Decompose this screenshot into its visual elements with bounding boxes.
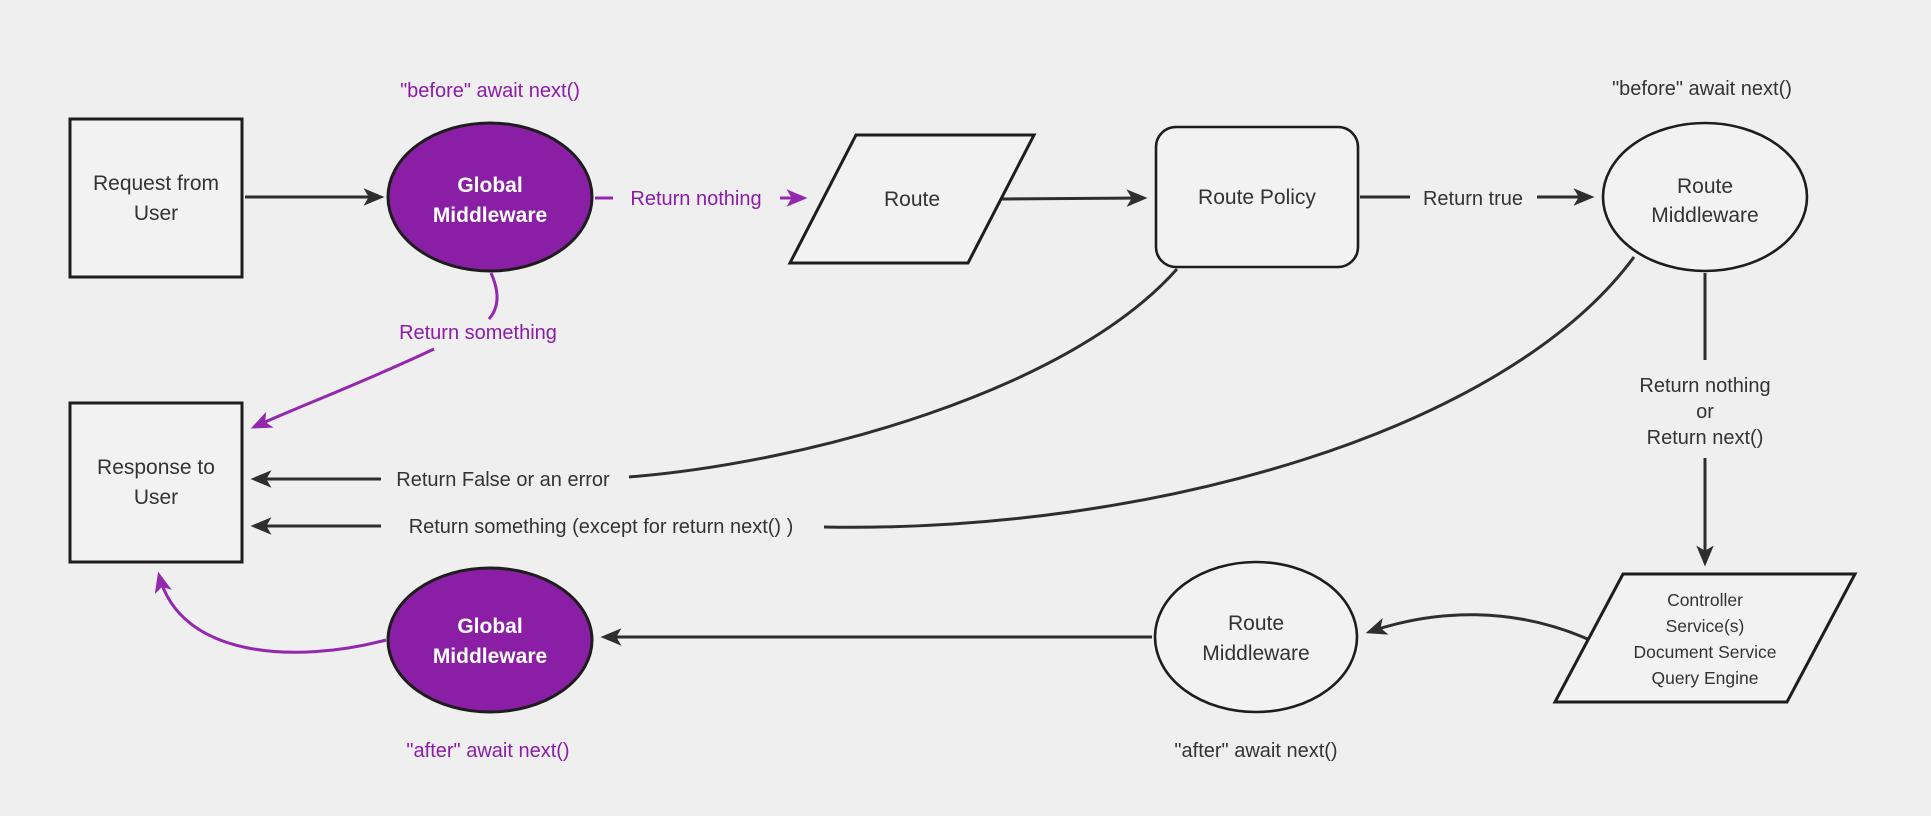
global-middleware-top-shape xyxy=(386,121,594,273)
edge-return-something-start xyxy=(487,272,499,320)
label-before-await-next-global: "before" await next() xyxy=(400,80,580,102)
label-return-nothing: Return nothing xyxy=(630,188,761,210)
route-policy-node-label: Route Policy xyxy=(1198,186,1316,209)
response-node-shape xyxy=(68,401,244,564)
request-node-shape xyxy=(68,117,244,279)
route-node-shape xyxy=(787,133,1037,265)
label-return-something-except: Return something (except for return next… xyxy=(409,516,794,538)
route-node: Route xyxy=(787,133,1037,265)
label-before-await-next-route: "before" await next() xyxy=(1612,78,1792,100)
edge-return-false-curve xyxy=(628,268,1179,479)
edge-controller-to-route-middleware-bottom xyxy=(1365,613,1593,643)
edge-global-middleware-bottom-to-response xyxy=(154,571,387,654)
label-return-true: Return true xyxy=(1423,188,1523,210)
label-after-await-next-route: "after" await next() xyxy=(1174,740,1337,762)
edge-route-to-route-policy xyxy=(1001,189,1148,207)
controller-node-shape xyxy=(1552,572,1858,704)
route-node-label: Route xyxy=(884,188,940,211)
label-return-false-or-error: Return False or an error xyxy=(396,469,610,491)
global-middleware-bottom-shape xyxy=(386,566,594,714)
route-policy-node: Route Policy xyxy=(1154,125,1360,269)
edge-return-something-except-curve xyxy=(823,256,1636,529)
label-return-something: Return something xyxy=(399,322,557,344)
edge-return-something-end xyxy=(250,347,435,429)
route-policy-node-shape xyxy=(1154,125,1360,269)
route-middleware-bottom-shape xyxy=(1153,560,1359,714)
route-middleware-top-shape xyxy=(1601,121,1809,273)
label-after-await-next-global: "after" await next() xyxy=(406,740,569,762)
